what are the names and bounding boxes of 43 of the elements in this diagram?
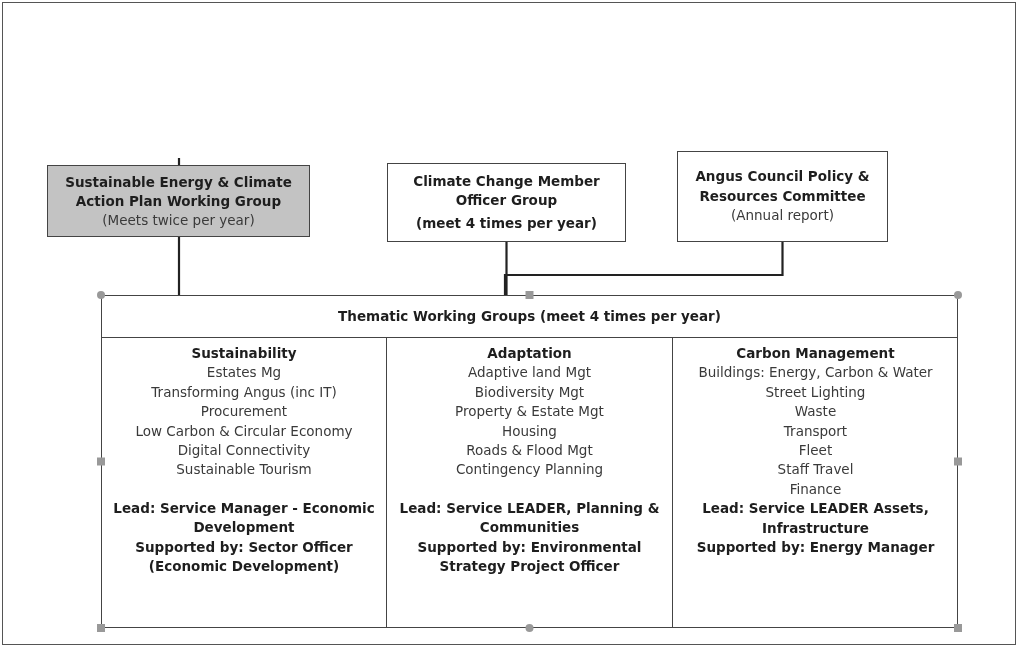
connector-line xyxy=(503,242,784,295)
group-heading: Angus Council Policy & Resources Committee xyxy=(694,167,871,206)
group-heading: Carbon Management xyxy=(736,344,895,363)
connector-line xyxy=(177,158,181,165)
text-line: Staff Travel xyxy=(777,460,854,480)
committee-box xyxy=(677,151,888,242)
group-heading: Thematic Working Groups (meet 4 times per year) xyxy=(338,307,721,326)
group-heading: Adaptation xyxy=(487,344,572,363)
text-line: Fleet xyxy=(798,441,833,461)
text-line: Buildings: Energy, Carbon & Water xyxy=(698,363,933,383)
text-line: Property & Estate Mgt xyxy=(455,402,604,422)
text-line: (Meets twice per year) xyxy=(102,210,255,230)
text-line: Lead: Service LEADER, Planning & Communities xyxy=(398,498,661,538)
text-line: Roads & Flood Mgt xyxy=(466,441,593,461)
text-line: Low Carbon & Circular Economy xyxy=(135,421,353,441)
text-line: Supported by: Energy Manager xyxy=(696,538,935,558)
text-line: Housing xyxy=(502,421,557,441)
text-line: (Annual report) xyxy=(731,206,834,226)
text-line: Transport xyxy=(783,421,848,441)
group-heading: Sustainability xyxy=(191,344,297,363)
text-line: Finance xyxy=(789,479,842,499)
text-line: Procurement xyxy=(200,402,288,422)
text-line: Contingency Planning xyxy=(455,460,604,480)
text-line: Street Lighting xyxy=(765,382,866,402)
text-line: Sustainable Tourism xyxy=(176,460,312,480)
text-line: Supported by: Environmental Strategy Project Officer xyxy=(416,537,643,577)
connector-line xyxy=(177,237,181,295)
text-line: Lead: Service LEADER Assets, Infrastructure xyxy=(701,499,930,538)
group-heading: Climate Change Member Officer Group xyxy=(412,172,601,210)
group-container-box xyxy=(101,295,958,628)
text-line: Estates Mg xyxy=(206,363,282,383)
text-line: (meet 4 times per year) xyxy=(416,214,597,233)
connector-line xyxy=(505,242,508,295)
text-line: Digital Connectivity xyxy=(177,441,311,461)
group-heading: Sustainable Energy & Climate Action Plan Working Group xyxy=(64,172,293,211)
text-line: Transforming Angus (inc IT) xyxy=(151,382,337,402)
committee-box xyxy=(387,163,626,242)
text-line: Adaptive land Mgt xyxy=(468,363,591,383)
text-line: Waste xyxy=(794,402,837,422)
text-line: Lead: Service Manager - Economic Development xyxy=(112,498,376,538)
text-line: Biodiversity Mgt xyxy=(474,382,585,402)
text-line: Supported by: Sector Officer (Economic Development) xyxy=(134,537,354,577)
committee-box xyxy=(47,165,310,237)
